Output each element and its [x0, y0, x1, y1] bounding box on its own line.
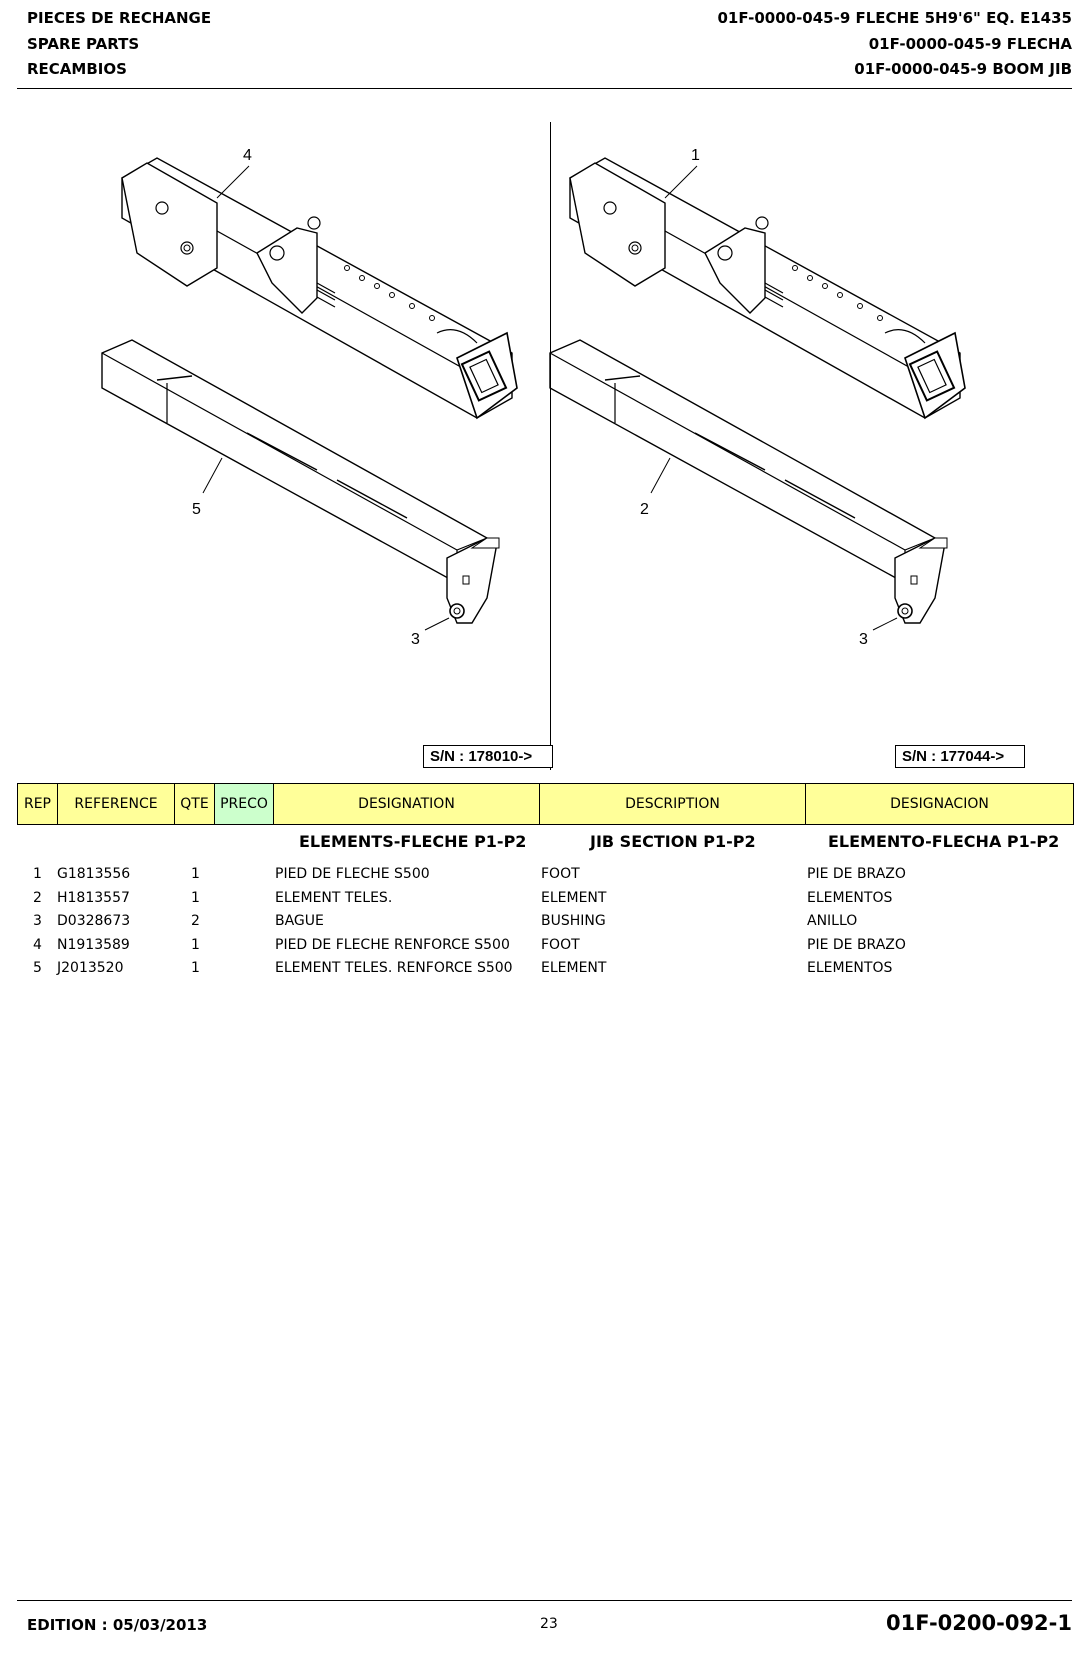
cell-designacion: PIE DE BRAZO: [807, 936, 906, 953]
table-row: 3 D0328673 2 BAGUE BUSHING ANILLO: [17, 913, 1074, 937]
col-description: DESCRIPTION: [539, 783, 806, 825]
col-designacion: DESIGNACION: [805, 783, 1074, 825]
header-title-en: SPARE PARTS: [27, 34, 140, 53]
cell-designacion: ANILLO: [807, 913, 858, 930]
col-reference: REFERENCE: [57, 783, 175, 825]
cell-rep: 4: [33, 936, 42, 953]
col-qte: QTE: [174, 783, 215, 825]
cell-reference: J2013520: [57, 960, 124, 977]
callout-5: 5: [192, 501, 201, 518]
cell-description: FOOT: [541, 936, 580, 953]
cell-description: ELEMENT: [541, 960, 607, 977]
cell-qte: 1: [191, 889, 200, 906]
cell-reference: N1913589: [57, 936, 130, 953]
cell-rep: 1: [33, 866, 42, 882]
header-left: PIECES DE RECHANGE SPARE PARTS RECAMBIOS: [27, 6, 211, 83]
cell-designation: BAGUE: [275, 913, 324, 930]
header-title-fr: PIECES DE RECHANGE: [27, 9, 212, 27]
cell-reference: G1813556: [57, 866, 131, 882]
parts-list: 1 G1813556 1 PIED DE FLECHE S500 FOOT PI…: [17, 866, 1074, 984]
cell-description: BUSHING: [541, 913, 606, 930]
header-part-es: 01F-0000-045-9 FLECHA: [868, 34, 1072, 53]
cell-qte: 1: [191, 866, 200, 882]
header-part-en: 01F-0000-045-9 BOOM JIB: [854, 60, 1072, 78]
col-designation: DESIGNATION: [273, 783, 540, 825]
callout-3-right: 3: [859, 631, 868, 648]
callout-2: 2: [640, 501, 649, 518]
serial-number-left: S/N : 178010->: [423, 745, 553, 768]
table-row: 1 G1813556 1 PIED DE FLECHE S500 FOOT PI…: [17, 866, 1074, 890]
col-rep: REP: [17, 783, 58, 825]
cell-description: FOOT: [541, 866, 580, 882]
table-row: 2 H1813557 1 ELEMENT TELES. ELEMENT ELEM…: [17, 890, 1074, 914]
callout-4: 4: [243, 147, 252, 164]
cell-designacion: ELEMENTOS: [807, 960, 893, 977]
cell-designation: PIED DE FLECHE RENFORCE S500: [275, 936, 510, 953]
section-title-en: JIB SECTION P1-P2: [590, 832, 756, 851]
cell-qte: 1: [191, 936, 200, 953]
footer-divider: [17, 1600, 1072, 1601]
edition-date: EDITION : 05/03/2013: [27, 1616, 208, 1634]
cell-designation: PIED DE FLECHE S500: [275, 866, 430, 882]
cell-qte: 2: [191, 913, 200, 930]
exploded-parts-diagram: 4 5 3 1 2 3: [101, 147, 966, 648]
cell-designation: ELEMENT TELES.: [275, 889, 393, 906]
header-right: 01F-0000-045-9 FLECHE 5H9'6" EQ. E1435 0…: [717, 6, 1072, 83]
right-figure: 1 2 3: [549, 147, 966, 648]
page-number: 23: [540, 1616, 558, 1632]
header-part-fr: 01F-0000-045-9 FLECHE 5H9'6" EQ. E1435: [717, 9, 1072, 27]
page-header: PIECES DE RECHANGE SPARE PARTS RECAMBIOS…: [27, 6, 1072, 88]
section-title-es: ELEMENTO-FLECHA P1-P2: [828, 832, 1060, 851]
callout-1: 1: [691, 147, 700, 164]
cell-rep: 2: [33, 889, 42, 906]
cell-reference: H1813557: [57, 889, 130, 906]
parts-table-header: REP REFERENCE QTE PRECO DESIGNATION DESC…: [17, 783, 1074, 825]
cell-rep: 3: [33, 913, 42, 930]
figure-divider: [550, 122, 551, 770]
cell-reference: D0328673: [57, 913, 131, 930]
col-preco: PRECO: [214, 783, 274, 825]
header-divider: [17, 88, 1072, 89]
callout-3-left: 3: [411, 631, 420, 648]
document-number: 01F-0200-092-1: [886, 1611, 1072, 1635]
table-row: 4 N1913589 1 PIED DE FLECHE RENFORCE S50…: [17, 937, 1074, 961]
cell-description: ELEMENT: [541, 889, 607, 906]
left-figure: 4 5 3: [101, 147, 518, 648]
section-title-fr: ELEMENTS-FLECHE P1-P2: [299, 832, 527, 851]
table-header-row: REP REFERENCE QTE PRECO DESIGNATION DESC…: [17, 783, 1074, 825]
serial-number-right: S/N : 177044->: [895, 745, 1025, 768]
cell-rep: 5: [33, 960, 42, 977]
cell-qte: 1: [191, 960, 200, 977]
cell-designation: ELEMENT TELES. RENFORCE S500: [275, 960, 513, 977]
cell-designacion: ELEMENTOS: [807, 889, 893, 906]
header-title-es: RECAMBIOS: [27, 60, 127, 78]
table-row: 5 J2013520 1 ELEMENT TELES. RENFORCE S50…: [17, 960, 1074, 984]
cell-designacion: PIE DE BRAZO: [807, 866, 906, 882]
